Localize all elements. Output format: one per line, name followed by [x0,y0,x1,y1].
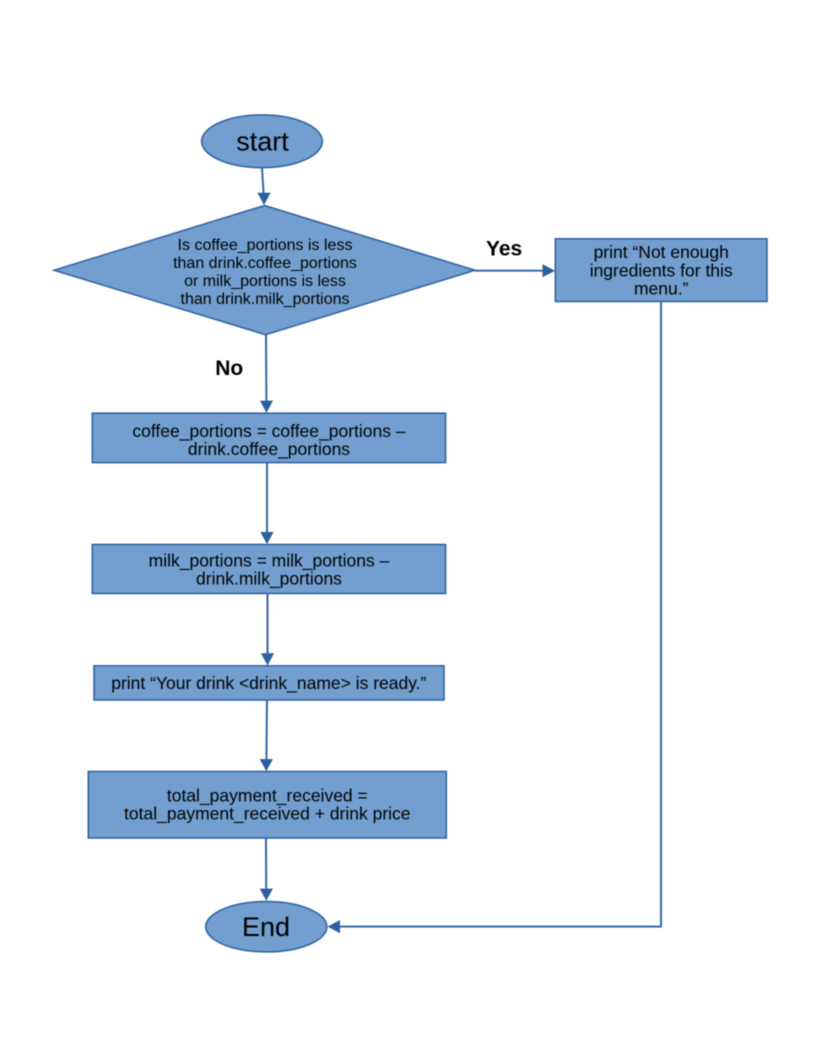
svg-text:End: End [242,912,290,942]
svg-text:coffee_portions = coffee_porti: coffee_portions = coffee_portions – [132,421,405,442]
svg-text:milk_portions = milk_portions: milk_portions = milk_portions – [149,551,390,572]
svg-text:menu.”: menu.” [634,279,689,299]
svg-text:drink.milk_portions: drink.milk_portions [196,569,342,590]
svg-text:than drink.milk_portions: than drink.milk_portions [181,291,350,308]
svg-text:Is coffee_portions is less: Is coffee_portions is less [178,237,353,254]
svg-text:than drink.coffee_portions: than drink.coffee_portions [173,255,357,272]
svg-text:print “Not enough: print “Not enough [594,242,729,262]
svg-text:Yes: Yes [486,238,522,261]
svg-text:total_payment_received + drink: total_payment_received + drink price [124,804,410,825]
svg-text:drink.coffee_portions: drink.coffee_portions [188,439,350,460]
svg-text:total_payment_received =: total_payment_received = [167,786,368,807]
svg-text:start: start [236,127,289,157]
svg-text:print “Your drink <drink_name>: print “Your drink <drink_name> is ready.… [111,673,426,694]
svg-text:ingredients for this: ingredients for this [590,260,733,280]
svg-text:or milk_portions is less: or milk_portions is less [184,273,346,290]
svg-text:No: No [215,357,243,380]
